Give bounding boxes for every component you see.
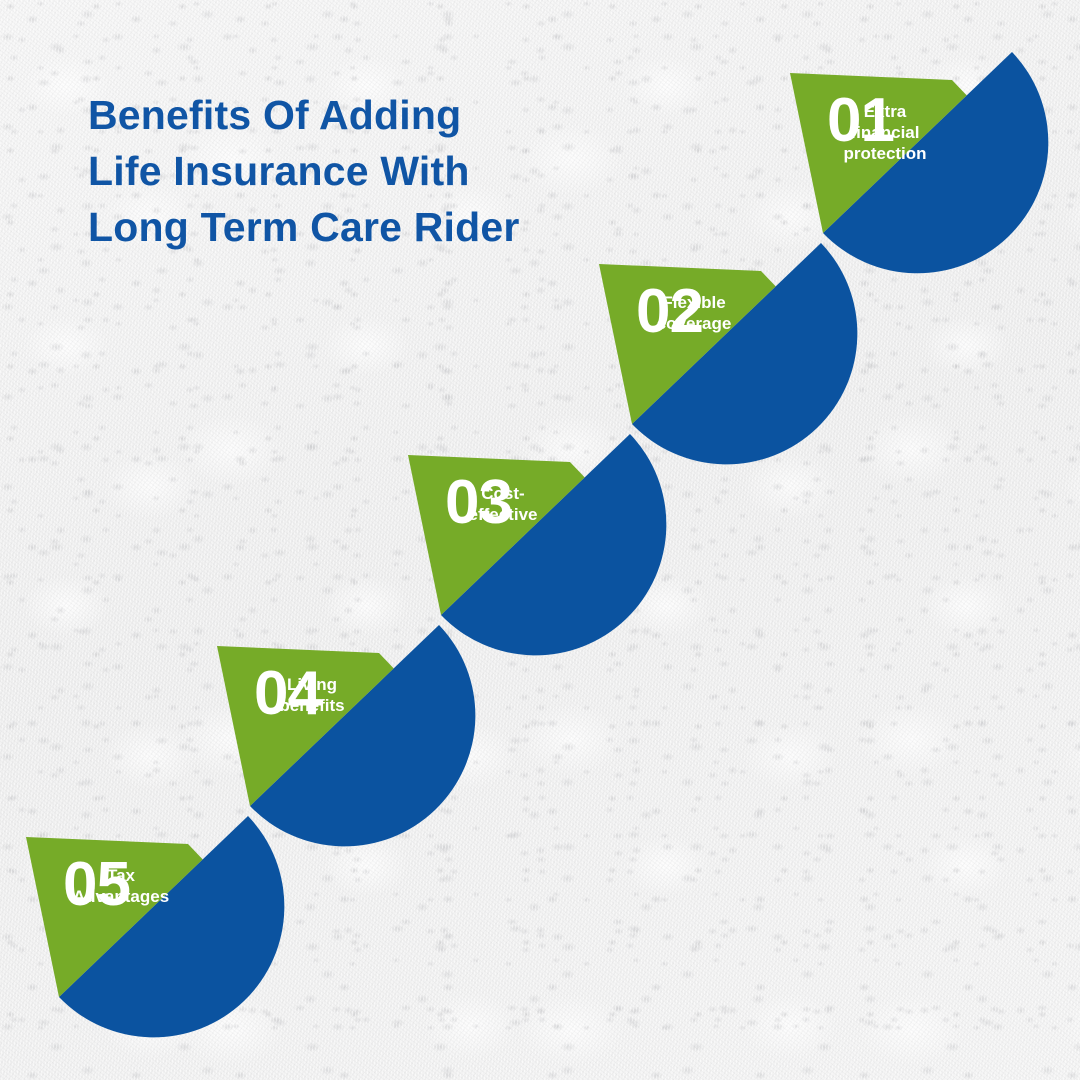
page-title: Benefits Of Adding Life Insurance With L…: [88, 92, 520, 250]
step-semicircle: [441, 434, 667, 656]
step-semicircle: [823, 52, 1049, 274]
step-number: 04: [254, 659, 322, 728]
step-number: 02: [636, 277, 703, 346]
step-number: 03: [445, 468, 512, 537]
step-semicircle: [250, 625, 476, 847]
step-label-wedge: [217, 646, 394, 806]
step-number: 05: [63, 850, 130, 919]
step-semicircle: [59, 816, 285, 1038]
step-semicircle: [632, 243, 858, 465]
step-number: 01: [827, 86, 894, 155]
step-label-wedge: [790, 73, 967, 233]
step-label-wedge: [408, 455, 585, 615]
step-label-wedge: [599, 264, 776, 424]
step-label-wedge: [26, 837, 203, 997]
step-label: Cost-effective: [469, 484, 538, 524]
